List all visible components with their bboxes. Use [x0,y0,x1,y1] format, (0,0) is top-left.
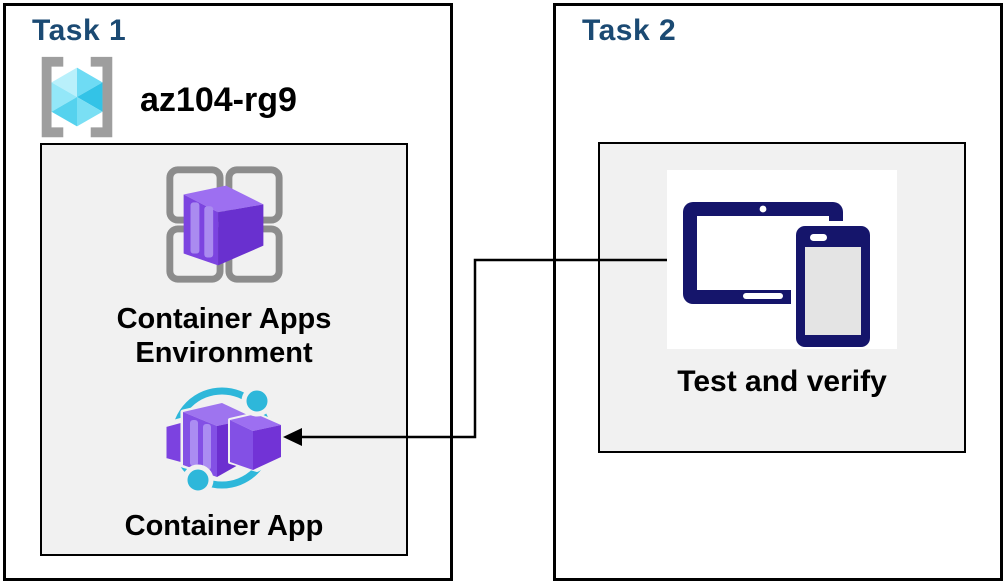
resource-group-icon [28,54,126,147]
task1-title: Task 1 [32,14,127,47]
tablet-and-phone-icon [667,168,897,352]
resource-group-name: az104-rg9 [140,80,297,119]
test-and-verify-label: Test and verify [677,365,887,398]
resource-group-header: az104-rg9 [28,54,297,146]
container-app-label: Container App [124,510,324,543]
container-app-icon [161,378,284,503]
task2-container: Task 2 Test and verify [553,3,1003,581]
devices-icon-background [667,170,897,349]
environment-label: Container Apps Environment [116,303,332,370]
task1-panel: Container Apps Environment [40,143,408,556]
task2-title: Task 2 [582,14,677,47]
task2-panel: Test and verify [598,142,966,453]
container-apps-environment-icon [158,161,290,294]
task1-container: Task 1 az104-rg9 [3,3,453,581]
